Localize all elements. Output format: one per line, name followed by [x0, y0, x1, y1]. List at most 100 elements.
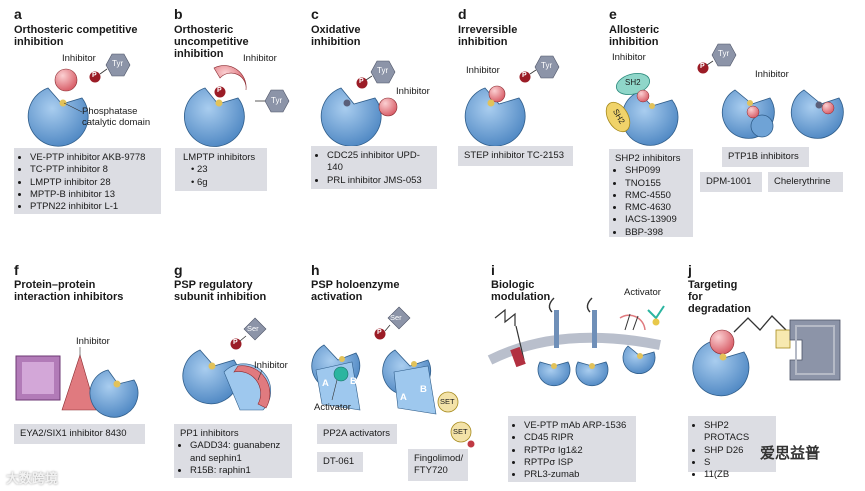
phospho-p-icon [519, 71, 531, 83]
phospho-p-icon [374, 328, 386, 340]
helix-domain-icon [750, 114, 774, 138]
label-inhibitor: Inhibitor [62, 53, 96, 64]
inhibitor-sphere-icon [378, 97, 398, 117]
label-tyr: Tyr [541, 61, 553, 70]
label-p: P [233, 339, 238, 346]
phospho-p-icon [697, 62, 709, 74]
panel-letter-a: a [14, 6, 22, 22]
receptor-stalk-icon [554, 310, 559, 348]
phospho-p-icon [356, 77, 368, 89]
panel-letter-h: h [311, 262, 320, 278]
phosphatase-domain-icon [184, 87, 245, 147]
list-item: TNO155 [625, 178, 687, 190]
panel-title-e: Allosteric inhibition [609, 24, 660, 48]
label-inhibitor: Inhibitor [466, 65, 500, 76]
phosphatase-domain-icon [464, 87, 526, 147]
panel-letter-c: c [311, 6, 319, 22]
antibody-icon [510, 346, 526, 368]
watermark-right: 爱思益普 [760, 445, 821, 462]
panel-b-list: LMPTP inhibitors 23 6g [175, 148, 267, 191]
active-site-icon [59, 99, 67, 107]
list-item: PRL inhibitor JMS-053 [327, 175, 431, 187]
list-item: PRL3-zumab [524, 469, 630, 481]
list-item: PTPN22 inhibitor L-1 [30, 201, 155, 213]
panel-letter-e: e [609, 6, 617, 22]
panel-e-ptp1b-box: PTP1B inhibitors [722, 147, 809, 167]
label-inhibitor: Inhibitor [396, 86, 430, 97]
label-ser: Ser [390, 313, 402, 322]
ser-diamond-icon [387, 306, 411, 330]
label-set: SET [453, 427, 468, 436]
panel-h-box-dt061: DT-061 [317, 452, 363, 472]
label-set: SET [440, 397, 455, 406]
panel-e-dpm-box: DPM-1001 [700, 172, 762, 192]
label-inhibitor: Inhibitor [243, 53, 277, 64]
inhibitor-sphere-icon [488, 85, 506, 103]
panel-title-a: Orthosteric competitive inhibition [14, 24, 138, 48]
phospho-p-icon [214, 86, 226, 98]
panel-title-h: PSP holoenzyme activation [311, 279, 400, 303]
list-item: LMPTP inhibitor 28 [30, 177, 155, 189]
label-inhibitor: Inhibitor [755, 69, 789, 80]
panel-j-list: SHP2 PROTACS SHP D26 S 11(ZB [688, 416, 776, 480]
panel-e-shp2-list: SHP2 inhibitors SHP099 TNO155 RMC-4550 R… [609, 149, 693, 238]
panel-title-j: Targeting for degradation [688, 279, 751, 315]
label-p: P [359, 78, 364, 85]
label-inhibitor: Inhibitor [76, 336, 110, 347]
label-a: A [400, 392, 407, 403]
activator-antibody-icon [647, 305, 665, 320]
tyr-hexagon-icon [534, 55, 560, 79]
panel-title-i: Biologic modulation [491, 279, 551, 303]
a-subunit-icon [315, 361, 361, 411]
box-title: PP1 inhibitors [180, 428, 239, 439]
label-inhibitor: Inhibitor [612, 52, 646, 63]
sh2-domain-icon [605, 101, 631, 133]
inhibitor-sphere-icon [54, 68, 78, 92]
label-p: P [217, 87, 222, 94]
list-item: 6g [191, 177, 261, 189]
degrader-ligand-icon [709, 329, 735, 355]
ser-diamond-icon [243, 317, 267, 341]
active-site-icon [637, 353, 643, 359]
list-item: 23 [191, 164, 261, 176]
active-site-icon [113, 380, 121, 388]
list-item: GADD34: guanabenz and sephin1 [190, 440, 286, 465]
activator-mark-icon [652, 318, 660, 326]
oxidized-site-icon [815, 101, 823, 109]
set-protein-icon [437, 391, 459, 413]
label-tyr: Tyr [718, 49, 730, 58]
label-c: C [398, 340, 405, 351]
label-inhibitor: Inhibitor [254, 360, 288, 371]
active-site-icon [215, 99, 223, 107]
label-b: B [350, 376, 357, 387]
receptor-ptp-domain-icon [575, 361, 609, 387]
panel-title-b: Orthosteric uncompetitive inhibition [174, 24, 249, 60]
label-activator: Activator [314, 402, 351, 413]
panel-letter-j: j [688, 262, 692, 278]
list-item: CD45 RIPR [524, 432, 630, 444]
inhibitor-sphere-icon [746, 105, 760, 119]
receptor-ptp-domain-icon [537, 361, 571, 387]
phospho-p-icon [230, 338, 242, 350]
list-item: R15B: raphin1 [190, 465, 286, 477]
inhibitor-sphere-icon [636, 89, 650, 103]
panel-letter-i: i [491, 262, 495, 278]
panel-i-list: VE-PTP mAb ARP-1536 CD45 RIPR RPTPσ Ig1&… [508, 416, 636, 482]
label-activator: Activator [624, 287, 661, 298]
box-title: LMPTP inhibitors [183, 152, 256, 163]
panel-g-list: PP1 inhibitors GADD34: guanabenz and sep… [174, 424, 292, 478]
cell-membrane-icon [487, 332, 661, 365]
active-site-icon [747, 100, 753, 106]
active-site-icon [551, 363, 557, 369]
list-item: SHP D26 [704, 445, 770, 457]
active-site-icon [208, 362, 216, 370]
list-item: RPTPσ ISP [524, 457, 630, 469]
label-a: A [322, 378, 329, 389]
